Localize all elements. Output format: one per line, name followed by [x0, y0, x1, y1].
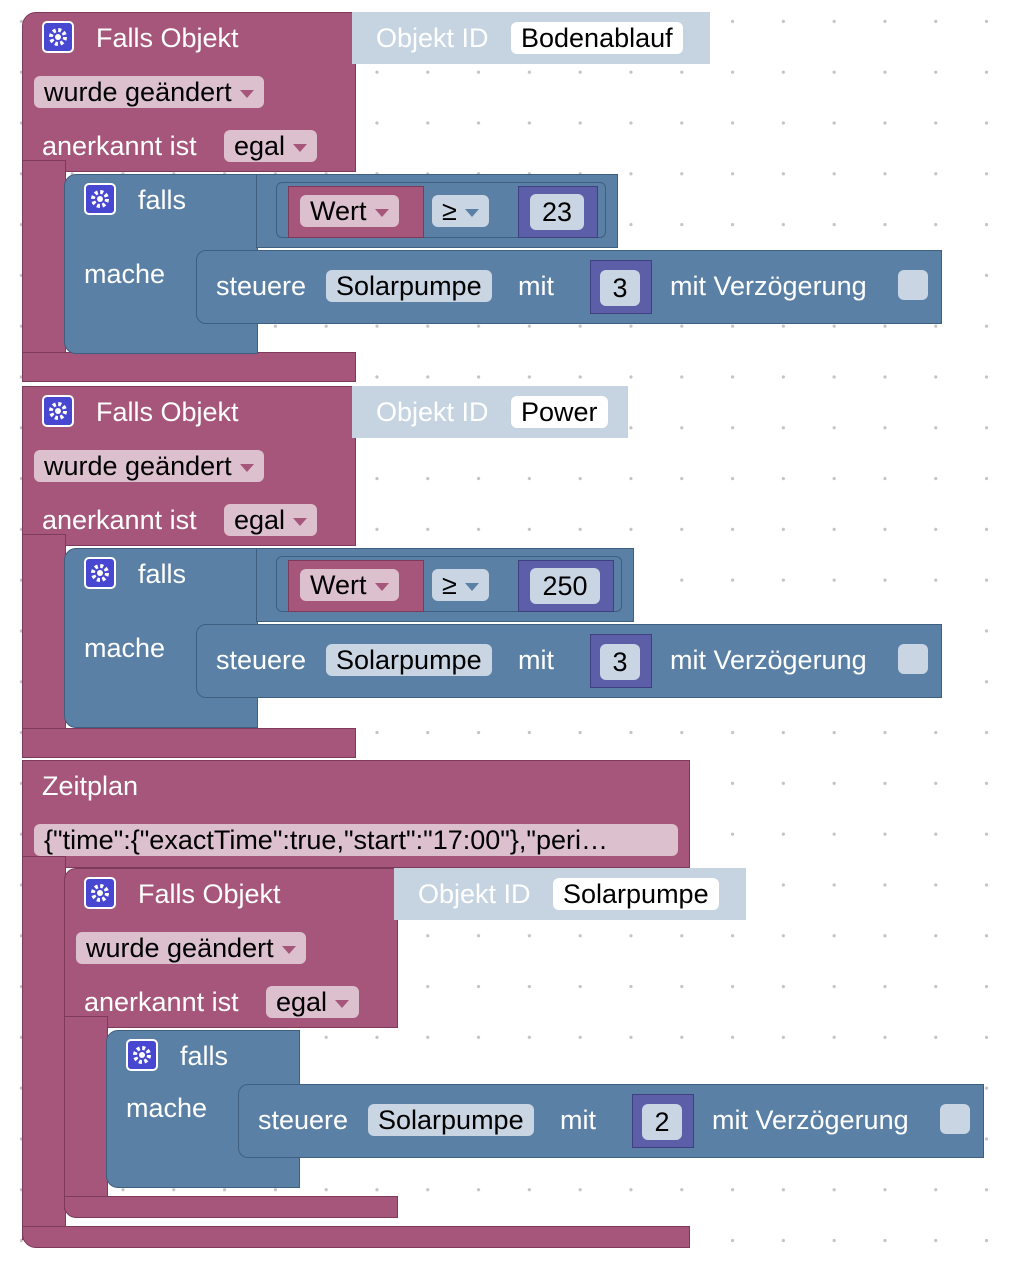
action-block[interactable]: [196, 250, 942, 324]
value-dropdown[interactable]: Wert: [300, 569, 399, 601]
do-label: mache: [84, 633, 166, 663]
trigger-title: Falls Objekt: [138, 879, 281, 909]
with-label: mit: [518, 645, 554, 675]
chevron-down-icon: [464, 208, 479, 217]
gear-icon[interactable]: [42, 395, 74, 427]
value-dropdown[interactable]: Wert: [300, 195, 399, 227]
chevron-down-icon: [374, 582, 389, 591]
delay-checkbox[interactable]: [940, 1104, 970, 1134]
gear-icon[interactable]: [84, 557, 116, 589]
delay-label: mit Verzögerung: [712, 1105, 909, 1135]
delay-label: mit Verzögerung: [670, 271, 867, 301]
object-id-label: Objekt ID: [376, 397, 489, 427]
schedule-rule[interactable]: {"time":{"exactTime":true,"start":"17:00…: [34, 824, 678, 856]
object-id-label: Objekt ID: [418, 879, 531, 909]
if-label: falls: [180, 1041, 229, 1071]
if-label: falls: [138, 185, 187, 215]
do-label: mache: [126, 1093, 208, 1123]
with-label: mit: [560, 1105, 596, 1135]
chevron-down-icon: [281, 945, 296, 954]
number-value[interactable]: 23: [530, 194, 584, 230]
action-label: steuere: [258, 1105, 349, 1135]
object-id-value[interactable]: Bodenablauf: [511, 22, 683, 54]
action-block[interactable]: [196, 624, 942, 698]
gear-icon[interactable]: [84, 877, 116, 909]
chevron-down-icon: [464, 582, 479, 591]
delay-checkbox[interactable]: [898, 270, 928, 300]
trigger-title: Falls Objekt: [96, 397, 239, 427]
delay-checkbox[interactable]: [898, 644, 928, 674]
chevron-down-icon: [239, 89, 254, 98]
target-field[interactable]: Solarpumpe: [326, 270, 492, 302]
operator-dropdown[interactable]: ≥: [432, 195, 489, 227]
trigger-title: Falls Objekt: [96, 23, 239, 53]
operator-dropdown[interactable]: ≥: [432, 569, 489, 601]
ack-label: anerkannt ist: [42, 505, 197, 535]
event-dropdown[interactable]: wurde geändert: [34, 450, 264, 482]
delay-label: mit Verzögerung: [670, 645, 867, 675]
event-dropdown[interactable]: wurde geändert: [76, 932, 306, 964]
chevron-down-icon: [374, 208, 389, 217]
gear-icon[interactable]: [42, 21, 74, 53]
ack-label: anerkannt ist: [42, 131, 197, 161]
with-label: mit: [518, 271, 554, 301]
number-value[interactable]: 250: [530, 568, 600, 604]
ack-dropdown[interactable]: egal: [224, 130, 318, 162]
gear-icon[interactable]: [84, 183, 116, 215]
event-dropdown[interactable]: wurde geändert: [34, 76, 264, 108]
chevron-down-icon: [293, 143, 308, 152]
if-label: falls: [138, 559, 187, 589]
object-id-label: Objekt ID: [376, 23, 489, 53]
number-value[interactable]: 3: [600, 644, 640, 680]
action-block[interactable]: [238, 1084, 984, 1158]
do-label: mache: [84, 259, 166, 289]
object-id-value[interactable]: Solarpumpe: [553, 878, 719, 910]
target-field[interactable]: Solarpumpe: [368, 1104, 534, 1136]
ack-label: anerkannt ist: [84, 987, 239, 1017]
chevron-down-icon: [293, 517, 308, 526]
ack-dropdown[interactable]: egal: [224, 504, 318, 536]
target-field[interactable]: Solarpumpe: [326, 644, 492, 676]
number-value[interactable]: 3: [600, 270, 640, 306]
gear-icon[interactable]: [126, 1039, 158, 1071]
schedule-title: Zeitplan: [42, 771, 139, 801]
object-id-value[interactable]: Power: [511, 396, 608, 428]
action-label: steuere: [216, 271, 307, 301]
number-value[interactable]: 2: [642, 1104, 682, 1140]
action-label: steuere: [216, 645, 307, 675]
chevron-down-icon: [239, 463, 254, 472]
ack-dropdown[interactable]: egal: [266, 986, 360, 1018]
chevron-down-icon: [335, 999, 350, 1008]
